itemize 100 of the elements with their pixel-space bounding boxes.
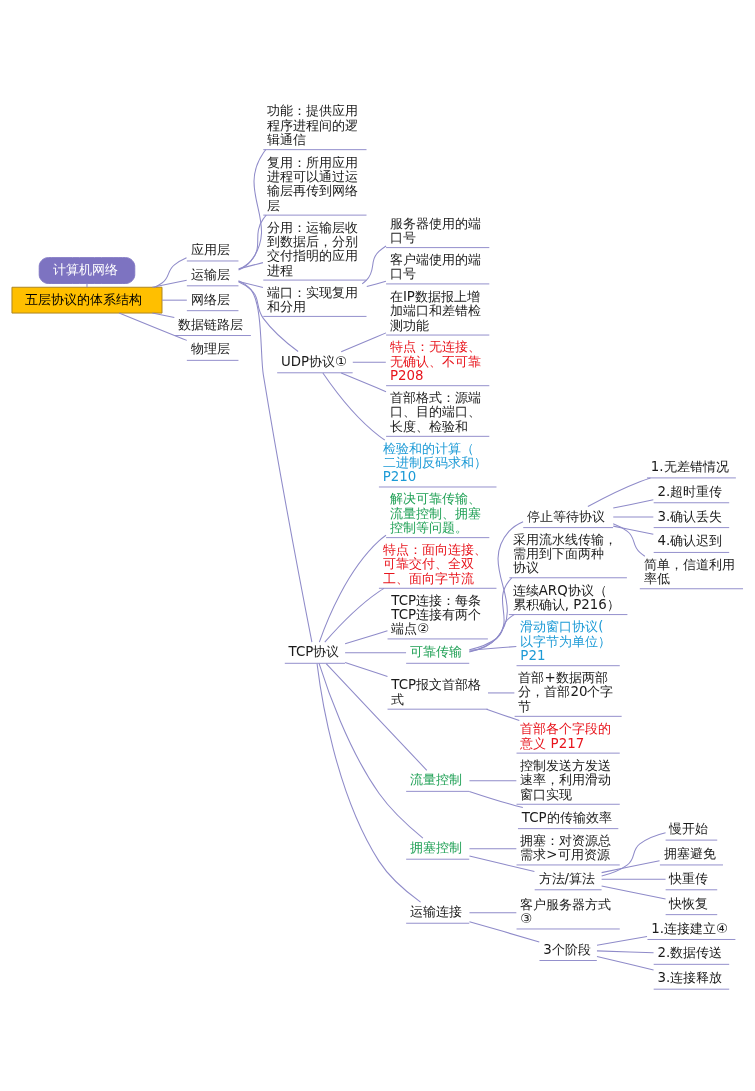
node-text: 拥塞控制: [409, 839, 462, 855]
connector: [366, 280, 387, 287]
node-text: 滑动窗口协议(以字节为单位）P21: [520, 618, 612, 663]
node-text: 网络层: [190, 291, 230, 307]
connector: [468, 645, 517, 651]
node-text: 拥塞：对资源总需求>可用资源: [520, 832, 612, 862]
connector: [344, 651, 407, 653]
connector: [596, 955, 655, 970]
node-text: 简单，信道利用率低: [643, 556, 735, 586]
node-text: 功能：提供应用程序进程间的逻辑通信: [267, 102, 359, 147]
connector: [86, 282, 88, 288]
connector: [468, 790, 524, 808]
node-text: 快重传: [669, 870, 709, 886]
connector: [468, 520, 524, 652]
connector: [487, 691, 515, 693]
connector: [151, 279, 188, 288]
node-text: 首部+数据两部分，首部20个字节: [518, 669, 614, 714]
node-text: UDP协议①: [280, 353, 348, 369]
node-text: 快恢复: [669, 895, 709, 911]
connector: [601, 884, 667, 900]
connector: [468, 576, 513, 652]
connector: [468, 920, 540, 942]
node-text: 控制发送方发送速率，利用滑动窗口实现: [520, 757, 612, 802]
node-text: 数据链路层: [178, 316, 244, 332]
connector: [352, 361, 387, 363]
node-text: 1.连接建立④: [651, 920, 729, 936]
connector: [340, 371, 387, 392]
node-text: 应用层: [190, 241, 230, 257]
node-text: 4.确认迟到: [657, 532, 723, 548]
node-text: 客户服务器方式③: [520, 896, 612, 926]
node-text: 首部各个字段的意义 P217: [520, 720, 612, 751]
node-text: 服务器使用的端口号: [389, 215, 481, 245]
connector: [344, 629, 388, 644]
node-text: 特点：无连接、无确认、不可靠 P208: [389, 338, 481, 383]
connector: [361, 244, 387, 284]
node-text: 首部格式：源端口、目的端口、长度、检验和: [389, 389, 481, 434]
connector: [468, 779, 517, 781]
connector: [237, 279, 313, 643]
connector: [587, 476, 651, 507]
connector: [318, 662, 424, 839]
node-text: 物理层: [190, 340, 230, 356]
connector: [237, 280, 299, 352]
connector: [316, 662, 422, 903]
node-text: 分用：运输层收到数据后，分别交付指明的应用进程: [267, 219, 359, 278]
connector: [612, 498, 654, 509]
connector: [238, 214, 267, 270]
node-text: TCP协议: [288, 643, 340, 659]
connector: [596, 935, 648, 946]
connector: [238, 148, 267, 271]
connector: [118, 312, 188, 341]
node-text: 3.确认丢失: [657, 508, 723, 524]
connector: [344, 661, 388, 677]
node-text: 解决可靠传输、流量控制、拥塞控制等问题。: [389, 490, 481, 535]
node-box: 五层协议的体系结构: [11, 286, 163, 314]
connector: [601, 859, 661, 873]
connector: [612, 525, 654, 535]
connector: [612, 522, 646, 557]
connector: [612, 516, 654, 518]
connector: [601, 831, 667, 877]
node-text: 1.无差错情况: [650, 458, 729, 474]
connector: [468, 855, 535, 872]
connector: [468, 613, 515, 650]
node-text: 在IP数据报上增加端口和差错检测功能: [389, 288, 481, 332]
connector: [596, 949, 655, 953]
node-text: 方法/算法: [538, 870, 596, 886]
node-text: 连续ARQ协议（累积确认, P216）: [512, 582, 620, 612]
connector: [468, 911, 517, 913]
node-text: 采用流水线传输，需用到下面两种协议: [513, 531, 618, 575]
node-box: 计算机网络: [38, 256, 136, 284]
node-text: 3.连接释放: [657, 969, 723, 985]
node-text: 可靠传输: [409, 643, 462, 659]
node-text: 检验和的计算（二进制反码求和） P210: [382, 440, 487, 484]
connector: [322, 372, 386, 440]
node-text: TCP报文首部格式: [391, 676, 482, 707]
connector: [486, 708, 520, 721]
node-text: 特点：面向连接、可靠交付、全双工、面向字节流: [382, 541, 487, 586]
node-text: 拥塞避免: [663, 845, 716, 861]
connector: [151, 312, 175, 318]
node-text: 端口：实现复用和分用: [267, 284, 359, 314]
connector: [468, 847, 517, 849]
node-text: 运输连接: [409, 903, 462, 919]
node-text: 客户端使用的端口号: [389, 251, 481, 281]
connector: [340, 331, 387, 352]
node-text: 停止等待协议: [527, 508, 606, 524]
node-text: 复用：所用应用进程可以通过运输层再传到网络层: [267, 154, 359, 213]
connector: [324, 587, 385, 643]
connector: [601, 878, 667, 880]
node-text: 3个阶段: [543, 941, 591, 957]
node-text: TCP连接：每条TCP连接有两个端点②: [391, 592, 482, 636]
node-text: 慢开始: [669, 820, 709, 836]
node-text: 流量控制: [409, 771, 462, 787]
connector: [325, 662, 428, 771]
connector: [238, 261, 264, 269]
connector: [318, 534, 387, 643]
connector: [154, 256, 188, 288]
node-text: 2.超时重传: [657, 483, 723, 499]
connector: [161, 299, 188, 301]
node-text: 运输层: [190, 266, 230, 282]
node-text: 2.数据传送: [657, 944, 723, 960]
node-text: TCP的传输效率: [521, 809, 612, 825]
